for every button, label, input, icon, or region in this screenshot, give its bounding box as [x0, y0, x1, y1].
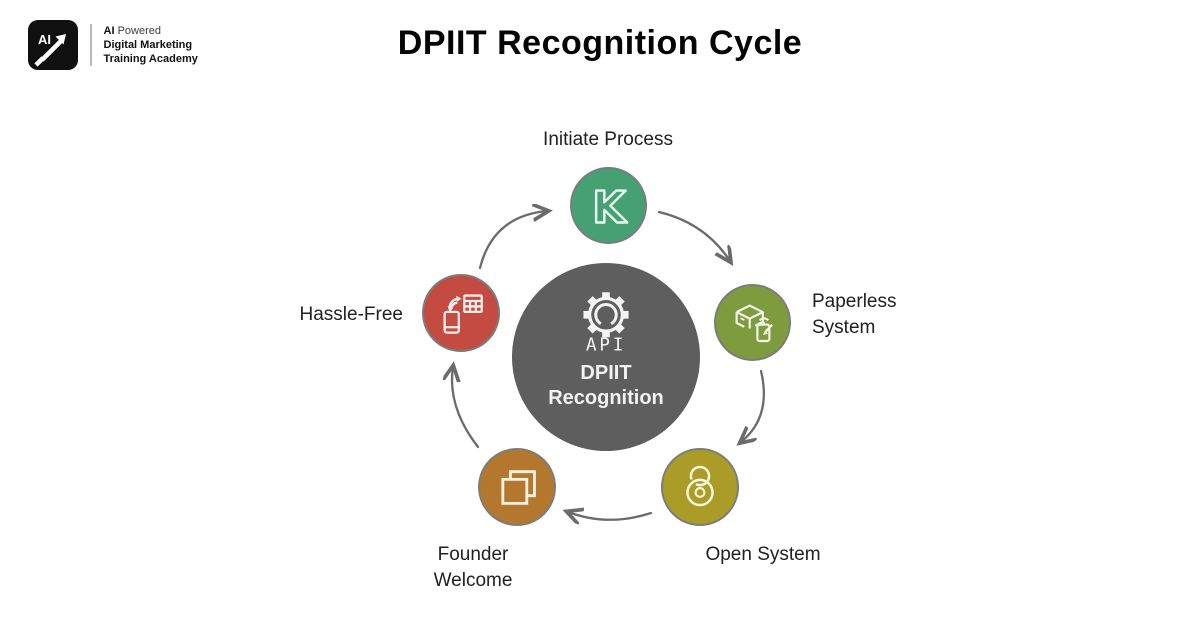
arrow-founder-to-hassle [452, 367, 480, 449]
label-open-system: Open System [705, 544, 821, 565]
node-founder-welcome [478, 448, 556, 526]
page-title: DPIIT Recognition Cycle [397, 24, 803, 62]
logo-badge: AI [28, 20, 78, 70]
node-initiate-process: K [570, 167, 647, 244]
logo-tagline-bold: AI [103, 25, 115, 37]
arrow-paperless-to-open [741, 369, 765, 442]
api-gear-icon: API [583, 292, 629, 355]
logo-text: AI Powered Digital Marketing Training Ac… [104, 24, 198, 66]
k-mark-icon: K [590, 182, 628, 230]
svg-text:K: K [592, 183, 628, 230]
logo-line2: Digital Marketing [103, 39, 193, 51]
node-paperless-system [714, 284, 791, 361]
phone-table-sync-icon [443, 294, 483, 334]
logo-line3: Training Academy [103, 53, 198, 65]
open-padlock-icon [686, 465, 714, 507]
logo-badge-text: AI [38, 32, 51, 47]
logo-arrow-icon: AI [34, 32, 66, 67]
logo-divider [90, 24, 92, 66]
label-hassle-free: Hassle-Free [299, 304, 403, 325]
center-hub-label: DPIIT Recognition [548, 362, 664, 409]
logo-tagline-rest: Powered [117, 25, 161, 37]
arrow-open-to-founder [568, 512, 653, 520]
package-and-note-icon [735, 303, 773, 342]
node-open-system [661, 448, 739, 526]
center-hub: API DPIIT Recognition [512, 263, 700, 451]
label-founder-welcome: Founder Welcome [433, 544, 513, 591]
arrow-hassle-to-initiate [478, 211, 547, 270]
node-hassle-free [422, 274, 500, 352]
arrow-initiate-to-paperless [657, 210, 730, 261]
api-icon-text: API [586, 335, 626, 355]
label-initiate-process: Initiate Process [543, 129, 673, 150]
label-paperless-system: Paperless System [812, 291, 897, 338]
overlapping-squares-icon [501, 470, 536, 505]
brand-logo: AI AI Powered Digital Marketing Training… [28, 20, 198, 70]
